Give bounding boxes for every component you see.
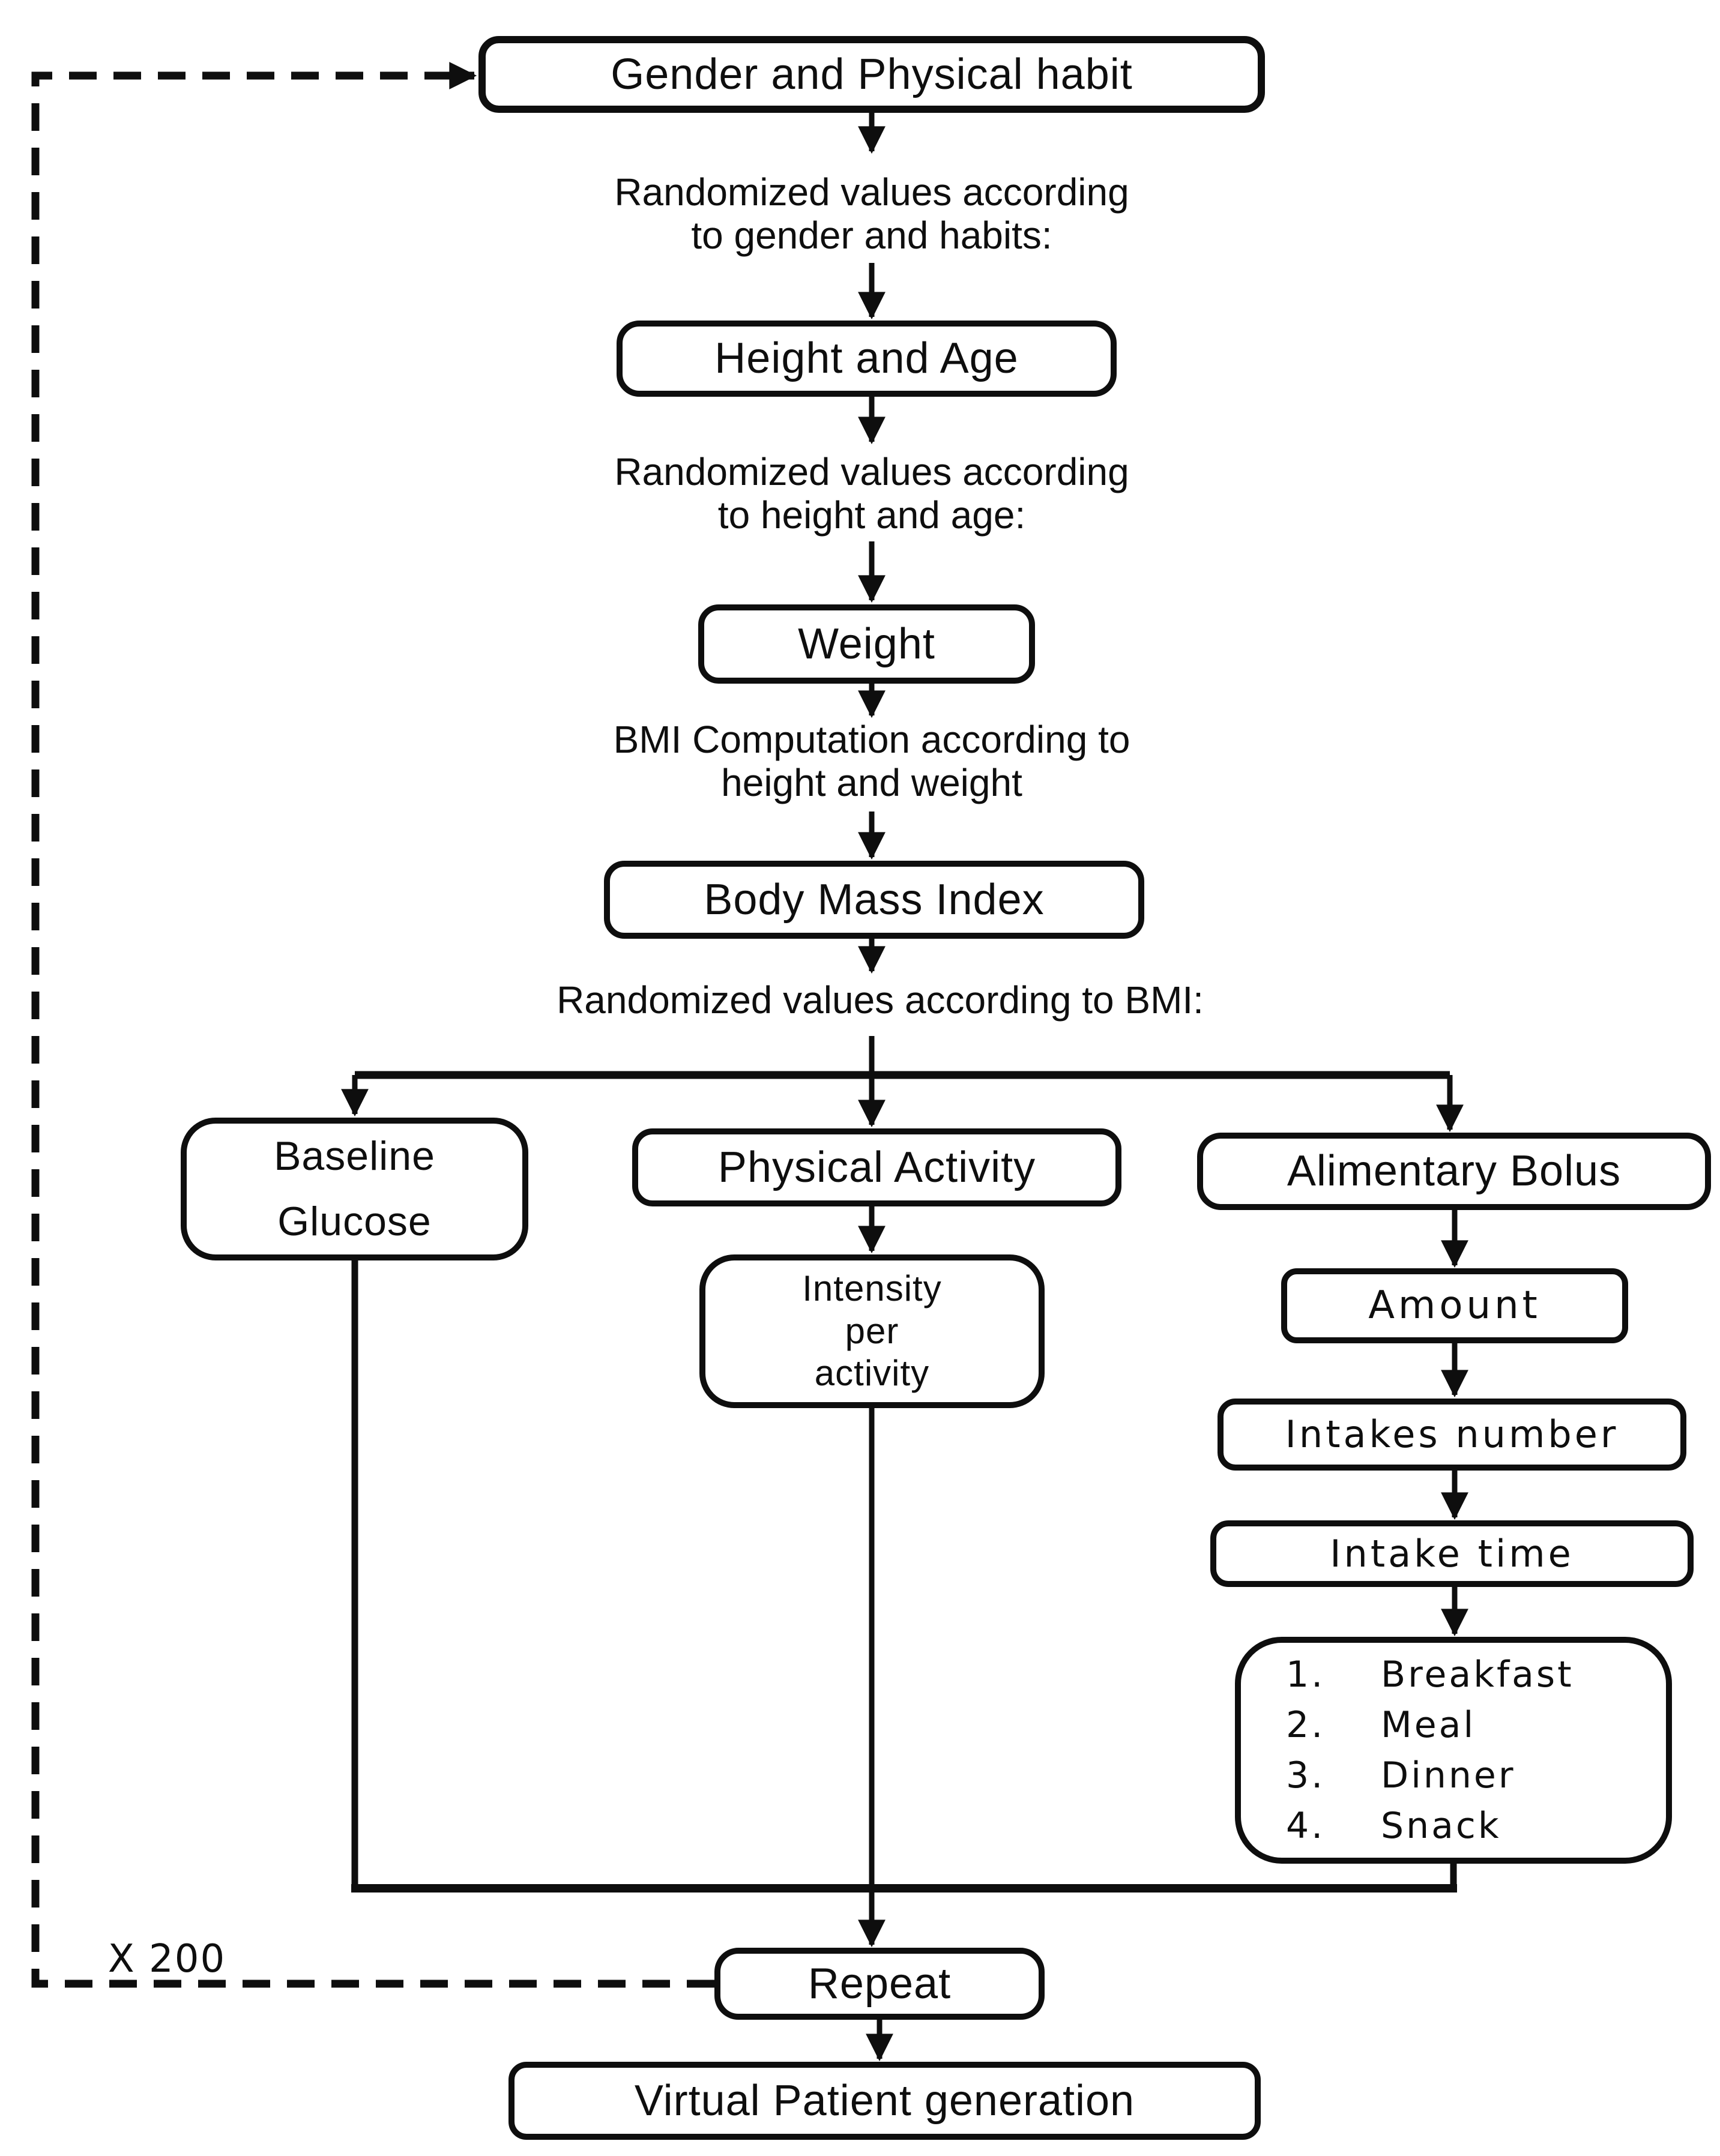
node-physical-activity: Physical Activity xyxy=(632,1128,1121,1206)
list-item: 1. Breakfast xyxy=(1286,1649,1654,1700)
node-intake-time: Intake time xyxy=(1210,1520,1694,1587)
list-item-number: 4. xyxy=(1286,1804,1326,1847)
node-intake-type-list: 1. Breakfast 2. Meal 3. Dinner 4. Snack xyxy=(1235,1637,1672,1864)
list-item: 3. Dinner xyxy=(1286,1750,1654,1801)
loop-dashed-connector xyxy=(31,62,714,1988)
annotation-loop-count: X 200 xyxy=(107,1937,226,1981)
node-amount: Amount xyxy=(1281,1268,1628,1343)
annotation-randomized-bmi: Randomized values according to BMI: xyxy=(557,978,1204,1022)
annotation-bmi-computation: BMI Computation according to height and … xyxy=(613,718,1130,804)
annotation-randomized-gender-habits: Randomized values according to gender an… xyxy=(614,170,1129,257)
list-item: 4. Snack xyxy=(1286,1801,1654,1851)
node-gender-physical-habit: Gender and Physical habit xyxy=(478,36,1265,113)
annotation-randomized-height-age: Randomized values according to height an… xyxy=(614,450,1129,537)
list-item-number: 3. xyxy=(1286,1754,1326,1796)
list-item-label: Breakfast xyxy=(1381,1653,1574,1696)
node-intensity-per-activity: Intensity per activity xyxy=(699,1254,1045,1408)
list-item-number: 2. xyxy=(1286,1703,1326,1746)
list-item-label: Meal xyxy=(1381,1703,1476,1746)
list-item-number: 1. xyxy=(1286,1653,1326,1696)
list-item-label: Dinner xyxy=(1381,1754,1516,1796)
node-baseline-glucose: Baseline Glucose xyxy=(181,1118,528,1260)
list-item: 2. Meal xyxy=(1286,1700,1654,1750)
node-virtual-patient-generation: Virtual Patient generation xyxy=(508,2062,1261,2140)
node-weight: Weight xyxy=(698,604,1035,684)
node-intakes-number: Intakes number xyxy=(1218,1399,1686,1471)
list-item-label: Snack xyxy=(1381,1804,1501,1847)
node-height-and-age: Height and Age xyxy=(617,321,1117,397)
node-body-mass-index: Body Mass Index xyxy=(604,861,1144,939)
node-repeat: Repeat xyxy=(714,1948,1045,2020)
node-alimentary-bolus: Alimentary Bolus xyxy=(1197,1133,1711,1210)
